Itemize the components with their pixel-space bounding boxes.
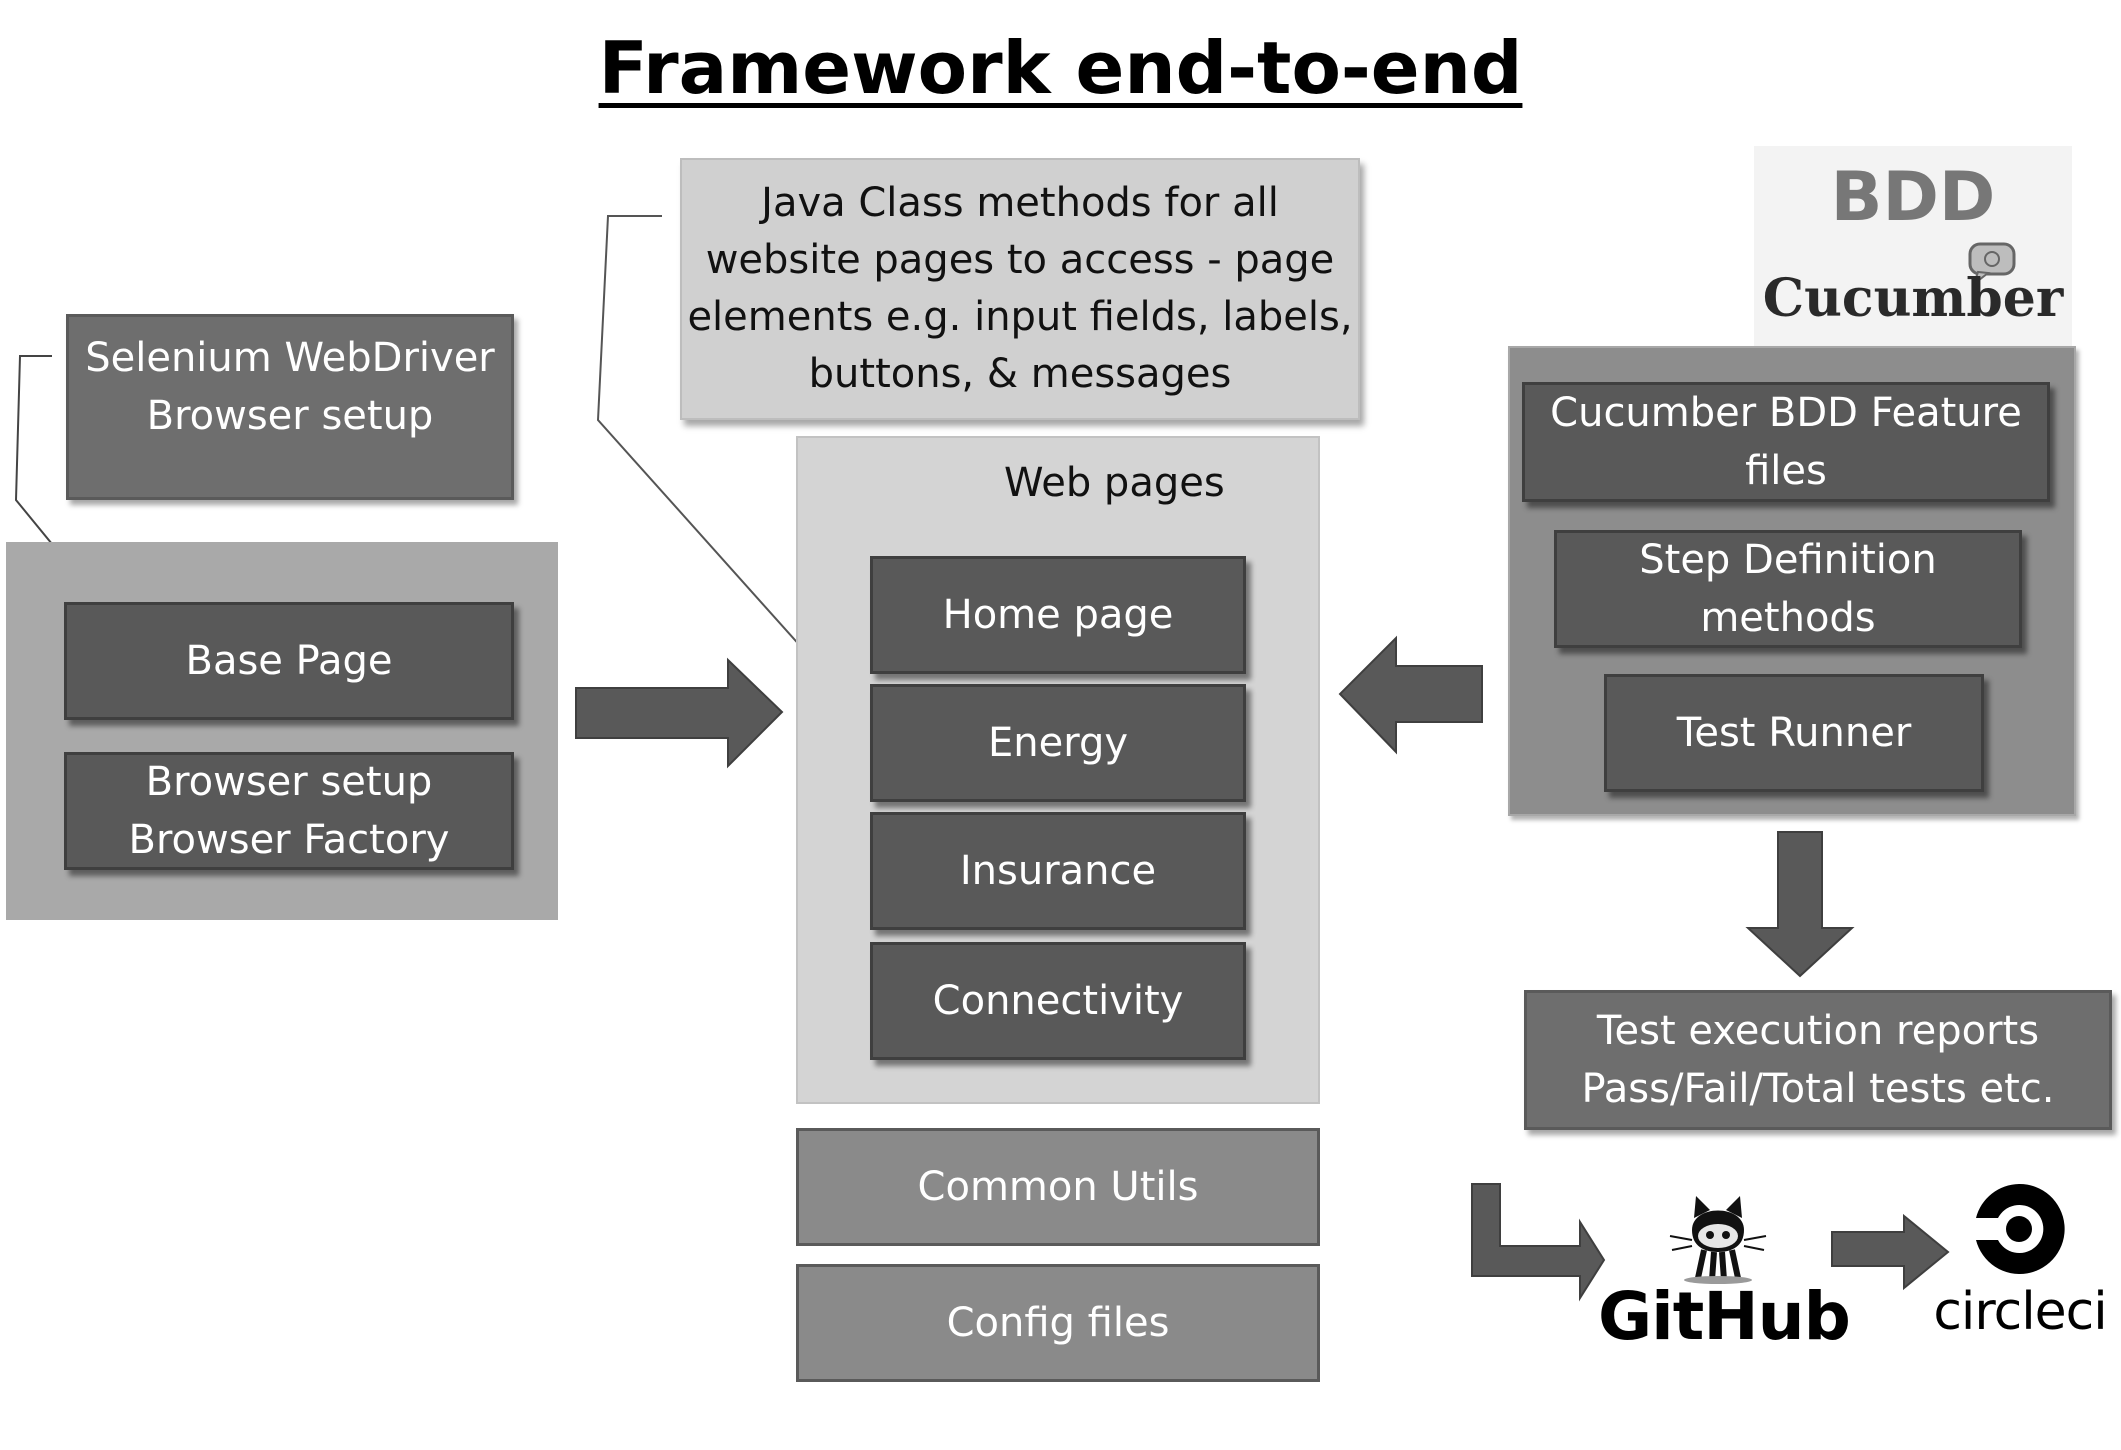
bdd-logo-subtitle: Cucumber bbox=[1762, 268, 2064, 329]
test-reports-label: Test execution reports Pass/Fail/Total t… bbox=[1581, 1008, 2055, 1112]
java-class-note: Java Class methods for all website pages… bbox=[680, 158, 1360, 420]
home-page-box: Home page bbox=[870, 556, 1246, 674]
step-definitions-box: Step Definition methods bbox=[1554, 530, 2022, 648]
selenium-webdriver-note: Selenium WebDriver Browser setup bbox=[66, 314, 514, 500]
connectivity-page-label: Connectivity bbox=[932, 978, 1184, 1024]
feature-files-box: Cucumber BDD Feature files bbox=[1522, 382, 2050, 502]
energy-page-label: Energy bbox=[987, 720, 1129, 766]
diagram-title: Framework end-to-end bbox=[0, 26, 2121, 110]
insurance-page-box: Insurance bbox=[870, 812, 1246, 930]
test-runner-label: Test Runner bbox=[1676, 710, 1912, 756]
test-reports-box: Test execution reports Pass/Fail/Total t… bbox=[1524, 990, 2112, 1130]
java-note-callout-line bbox=[596, 215, 821, 669]
home-page-label: Home page bbox=[942, 592, 1174, 638]
browser-factory-box: Browser setup Browser Factory bbox=[64, 752, 514, 870]
diagram-title-text: Framework end-to-end bbox=[598, 26, 1523, 110]
common-utils-label: Common Utils bbox=[917, 1164, 1199, 1210]
common-utils-box: Common Utils bbox=[796, 1128, 1320, 1246]
circleci-icon bbox=[1968, 1178, 2070, 1280]
arrow-left-to-webpages bbox=[575, 657, 784, 769]
selenium-webdriver-text: Selenium WebDriver Browser setup bbox=[85, 335, 495, 439]
config-files-label: Config files bbox=[946, 1300, 1170, 1346]
arrow-right-to-webpages bbox=[1338, 635, 1483, 755]
base-page-box: Base Page bbox=[64, 602, 514, 720]
octocat-icon bbox=[1662, 1184, 1774, 1284]
bdd-logo-title: BDD bbox=[1830, 158, 1996, 237]
arrow-to-github bbox=[1471, 1183, 1606, 1302]
base-page-label: Base Page bbox=[185, 638, 393, 684]
feature-files-label: Cucumber BDD Feature files bbox=[1550, 390, 2022, 494]
arrow-github-to-circleci bbox=[1831, 1213, 1950, 1291]
step-definitions-label: Step Definition methods bbox=[1639, 537, 1937, 641]
energy-page-box: Energy bbox=[870, 684, 1246, 802]
github-logo: GitHub bbox=[1598, 1184, 1851, 1355]
insurance-page-label: Insurance bbox=[959, 848, 1157, 894]
circleci-logo: circleci bbox=[1920, 1178, 2120, 1348]
cucumber-icon bbox=[1968, 242, 2016, 287]
test-runner-box: Test Runner bbox=[1604, 674, 1984, 792]
bdd-cucumber-logo: BDD Cucumber bbox=[1754, 146, 2072, 346]
java-class-note-text: Java Class methods for all website pages… bbox=[687, 180, 1353, 397]
github-wordmark: GitHub bbox=[1598, 1278, 1851, 1355]
arrow-down-to-reports bbox=[1745, 831, 1855, 978]
connectivity-page-box: Connectivity bbox=[870, 942, 1246, 1060]
circleci-wordmark: circleci bbox=[1933, 1282, 2107, 1342]
browser-factory-label: Browser setup Browser Factory bbox=[128, 759, 450, 863]
config-files-box: Config files bbox=[796, 1264, 1320, 1382]
web-pages-label: Web pages bbox=[1004, 460, 1225, 506]
